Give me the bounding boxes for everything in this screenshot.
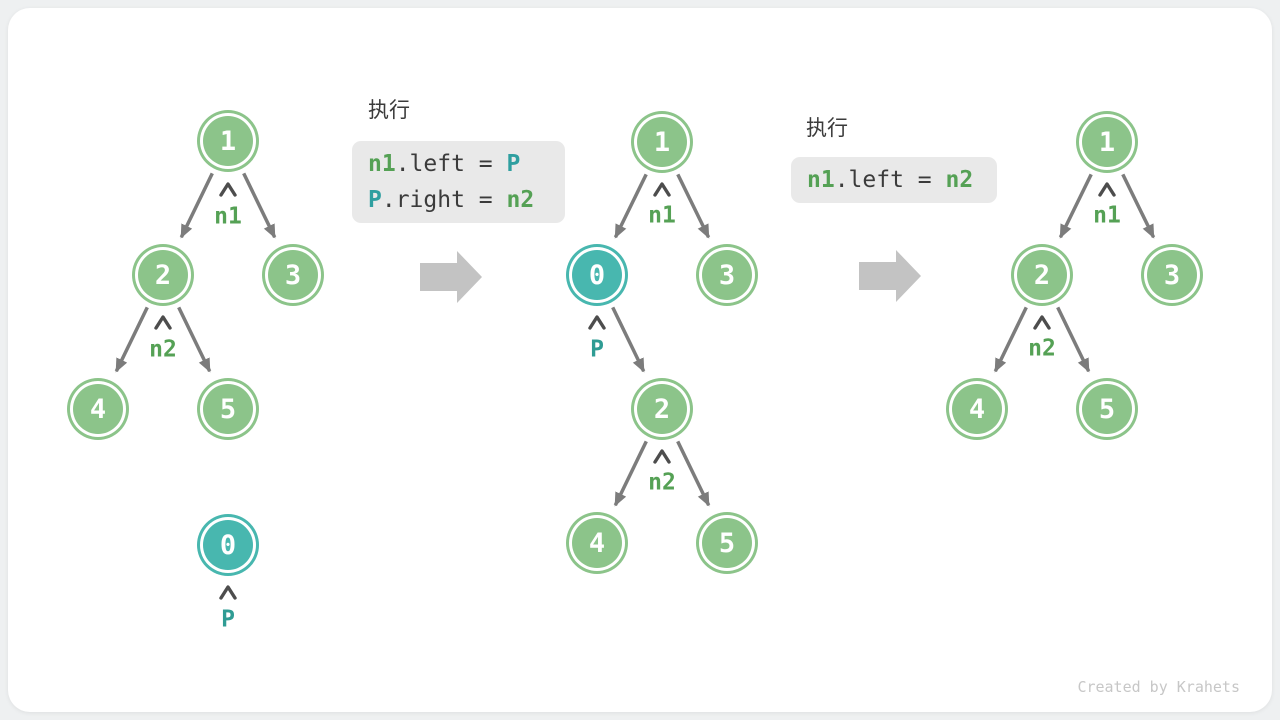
node-value: 5 bbox=[219, 393, 237, 425]
code-line: P.right = n2 bbox=[368, 182, 549, 218]
code-token: .left = bbox=[395, 151, 507, 177]
node-value: 4 bbox=[968, 393, 986, 425]
tree-node-3: 3 bbox=[268, 250, 318, 300]
pointer-label-n1: n1 bbox=[648, 202, 676, 229]
exec-label: 执行 bbox=[806, 116, 848, 140]
background-card bbox=[8, 8, 1272, 712]
node-value: 2 bbox=[1033, 259, 1051, 291]
tree-node-4: 4 bbox=[572, 518, 622, 568]
node-value: 4 bbox=[588, 527, 606, 559]
credit-text: Created by Krahets bbox=[1077, 678, 1240, 696]
tree-node-1: 1 bbox=[203, 116, 253, 166]
node-value: 0 bbox=[588, 259, 606, 291]
node-value: 2 bbox=[653, 393, 671, 425]
node-value: 5 bbox=[1098, 393, 1116, 425]
code-token: n1 bbox=[807, 167, 835, 193]
exec-label: 执行 bbox=[368, 98, 410, 122]
node-value: 3 bbox=[1163, 259, 1181, 291]
node-value: 1 bbox=[1098, 126, 1116, 158]
node-value: 4 bbox=[89, 393, 107, 425]
node-value: 1 bbox=[653, 126, 671, 158]
node-value: 2 bbox=[154, 259, 172, 291]
tree-node-0: 0 bbox=[572, 250, 622, 300]
tree-node-5: 5 bbox=[702, 518, 752, 568]
node-value: 5 bbox=[718, 527, 736, 559]
tree-node-3: 3 bbox=[1147, 250, 1197, 300]
code-token: n1 bbox=[368, 151, 396, 177]
node-value: 1 bbox=[219, 125, 237, 157]
tree-node-2: 2 bbox=[1017, 250, 1067, 300]
tree-node-1: 1 bbox=[1082, 117, 1132, 167]
code-block: n1.left = n2 bbox=[791, 157, 997, 203]
code-token: P bbox=[368, 187, 382, 213]
node-value: 3 bbox=[718, 259, 736, 291]
pointer-label-n2: n2 bbox=[149, 336, 177, 363]
tree-node-2: 2 bbox=[637, 384, 687, 434]
tree-node-2: 2 bbox=[138, 250, 188, 300]
tree-node-4: 4 bbox=[952, 384, 1002, 434]
pointer-label-n2: n2 bbox=[648, 469, 676, 496]
code-token: n2 bbox=[945, 167, 974, 193]
code-token: n2 bbox=[506, 187, 535, 213]
code-line: n1.left = n2 bbox=[807, 162, 981, 198]
tree-node-1: 1 bbox=[637, 117, 687, 167]
pointer-label-n1: n1 bbox=[214, 203, 242, 230]
node-value: 3 bbox=[284, 259, 302, 291]
code-token: .right = bbox=[381, 187, 507, 213]
pointer-label-P: P bbox=[590, 336, 604, 363]
pointer-label-P: P bbox=[221, 606, 235, 633]
tree-node-5: 5 bbox=[203, 384, 253, 434]
pointer-label-n2: n2 bbox=[1028, 335, 1056, 362]
code-token: P bbox=[506, 151, 521, 177]
tree-node-3: 3 bbox=[702, 250, 752, 300]
code-token: .left = bbox=[834, 167, 946, 193]
code-line: n1.left = P bbox=[368, 146, 549, 182]
tree-node-5: 5 bbox=[1082, 384, 1132, 434]
pointer-label-n1: n1 bbox=[1093, 202, 1121, 229]
tree-node-0: 0 bbox=[203, 520, 253, 570]
tree-node-4: 4 bbox=[73, 384, 123, 434]
node-value: 0 bbox=[219, 529, 237, 561]
